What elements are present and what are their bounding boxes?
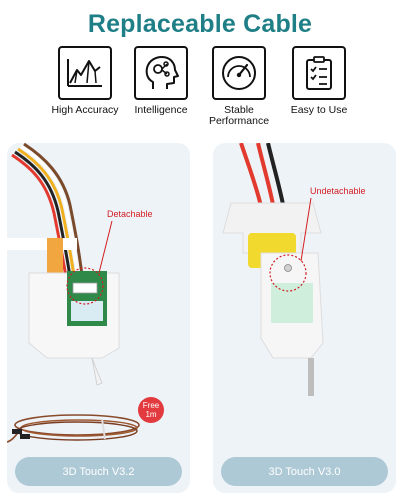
feature-intelligence: Intelligence — [119, 46, 203, 116]
head-gears-icon — [145, 56, 179, 89]
feature-icon-box — [212, 46, 266, 100]
feature-label-line1: Stable — [224, 104, 254, 116]
product-label-pill: 3D Touch V3.2 — [15, 457, 182, 486]
feature-icon-box — [292, 46, 346, 100]
probe-with-detachable-cable-image — [7, 143, 140, 443]
free-cable-badge: Free 1m — [138, 397, 164, 423]
checklist-icon — [306, 56, 332, 90]
probe-with-undetachable-cable-image — [222, 143, 324, 396]
feature-icon-box — [58, 46, 112, 100]
badge-line2: 1m — [145, 410, 157, 419]
detachable-callout: Detachable — [107, 209, 153, 219]
feature-label: High Accuracy — [51, 104, 119, 116]
product-label-pill: 3D Touch V3.0 — [221, 457, 388, 486]
feature-label-line2: Performance — [208, 115, 270, 127]
page-title: Replaceable Cable — [87, 10, 313, 38]
product-panel-v32: Detachable Free 1m 3D Touch V3.2 — [7, 143, 190, 493]
undetachable-callout: Undetachable — [310, 186, 366, 196]
feature-label: Stable Performance — [197, 105, 281, 127]
feature-label: Intelligence — [134, 104, 188, 116]
mountain-chart-icon — [67, 59, 102, 87]
feature-high-accuracy: High Accuracy — [43, 46, 127, 116]
feature-label: Easy to Use — [290, 104, 348, 116]
speedometer-icon — [222, 56, 256, 90]
feature-icon-box — [134, 46, 188, 100]
product-panel-v30: Undetachable 3D Touch V3.0 — [213, 143, 396, 493]
feature-stable-performance: Stable Performance — [197, 46, 281, 127]
badge-line1: Free — [142, 401, 160, 410]
feature-easy-to-use: Easy to Use — [277, 46, 361, 116]
